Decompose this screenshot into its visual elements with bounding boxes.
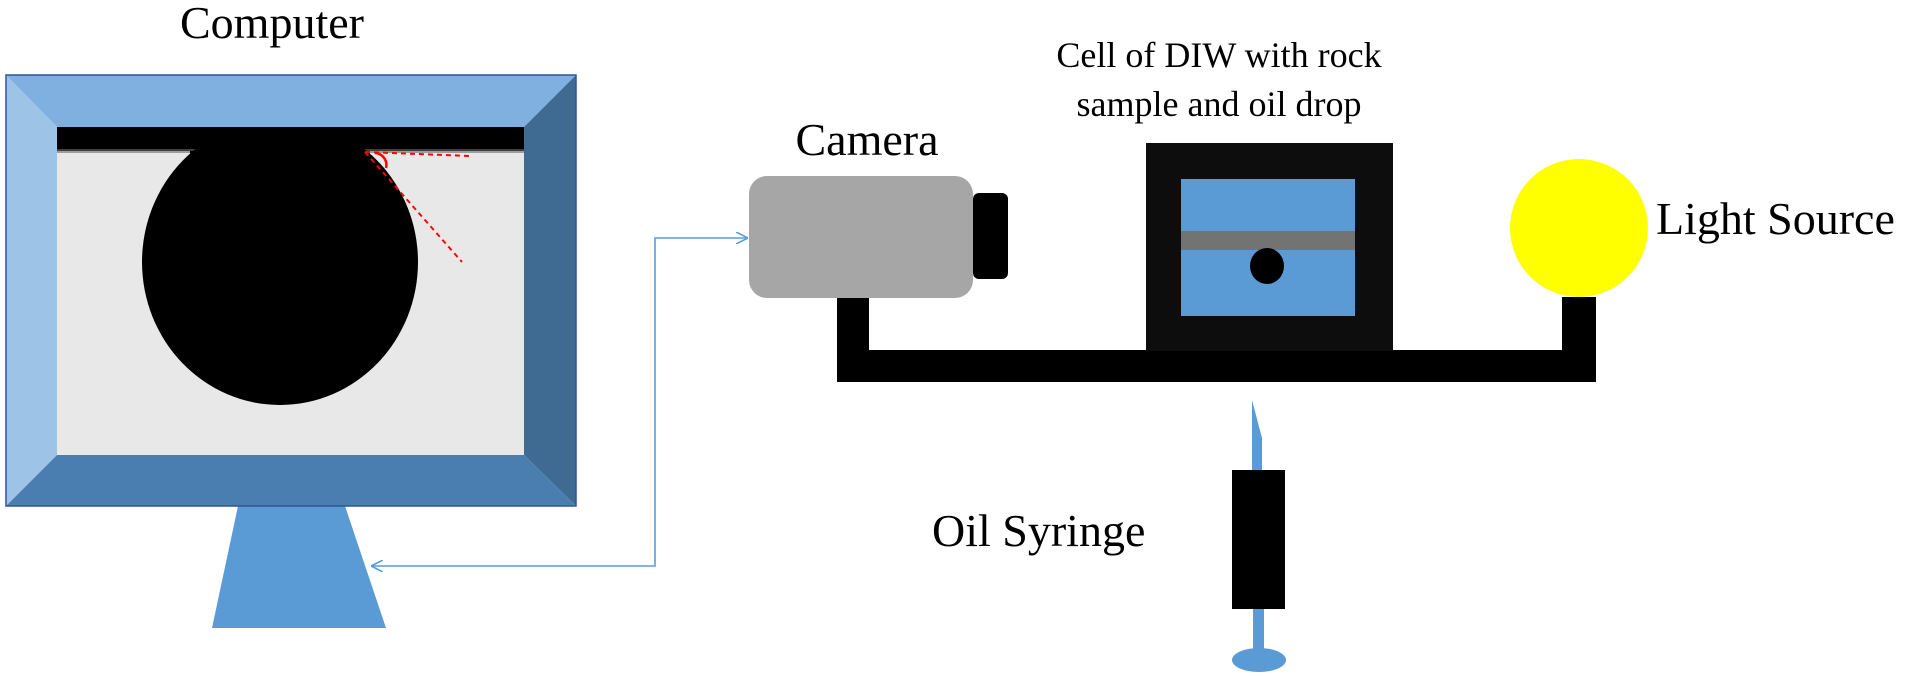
camera-post bbox=[837, 295, 869, 365]
syringe-plunger-rod bbox=[1253, 609, 1264, 654]
light-bulb-icon bbox=[1510, 159, 1648, 297]
monitor-frame-top bbox=[6, 75, 576, 127]
data-connector bbox=[372, 238, 747, 566]
camera: Camera bbox=[749, 114, 1008, 298]
monitor-frame-bottom bbox=[6, 455, 576, 506]
camera-label: Camera bbox=[795, 114, 938, 165]
oil-syringe: Oil Syringe bbox=[932, 400, 1286, 672]
cell-oil-drop bbox=[1250, 248, 1284, 284]
computer: Computer bbox=[5, 0, 577, 628]
camera-icon bbox=[749, 176, 1008, 298]
cell-label-line2: sample and oil drop bbox=[1077, 84, 1362, 124]
contact-angle-arc bbox=[374, 151, 388, 169]
monitor-icon bbox=[5, 74, 577, 628]
optical-bench bbox=[837, 295, 1596, 382]
camera-lens bbox=[973, 193, 1008, 279]
oil-syringe-label: Oil Syringe bbox=[932, 505, 1145, 556]
computer-label: Computer bbox=[180, 0, 364, 48]
cell: Cell of DIW with rock sample and oil dro… bbox=[1056, 35, 1393, 351]
monitor-frame-left bbox=[6, 75, 57, 506]
syringe-icon bbox=[1232, 400, 1286, 672]
cell-label-line1: Cell of DIW with rock bbox=[1056, 35, 1381, 75]
monitor-screen bbox=[57, 127, 524, 455]
syringe-needle bbox=[1252, 400, 1262, 476]
light-source: Light Source bbox=[1510, 159, 1895, 297]
light-source-label: Light Source bbox=[1656, 193, 1895, 244]
camera-body bbox=[749, 176, 973, 298]
monitor-stand bbox=[212, 506, 386, 628]
rock-sample bbox=[1181, 231, 1355, 250]
monitor-frame-right bbox=[524, 75, 576, 506]
syringe-barrel bbox=[1232, 470, 1285, 609]
oil-drop bbox=[142, 127, 418, 405]
contact-angle-tangent bbox=[364, 151, 463, 263]
light-post bbox=[1562, 297, 1596, 367]
syringe-plunger-thumb bbox=[1232, 648, 1286, 672]
